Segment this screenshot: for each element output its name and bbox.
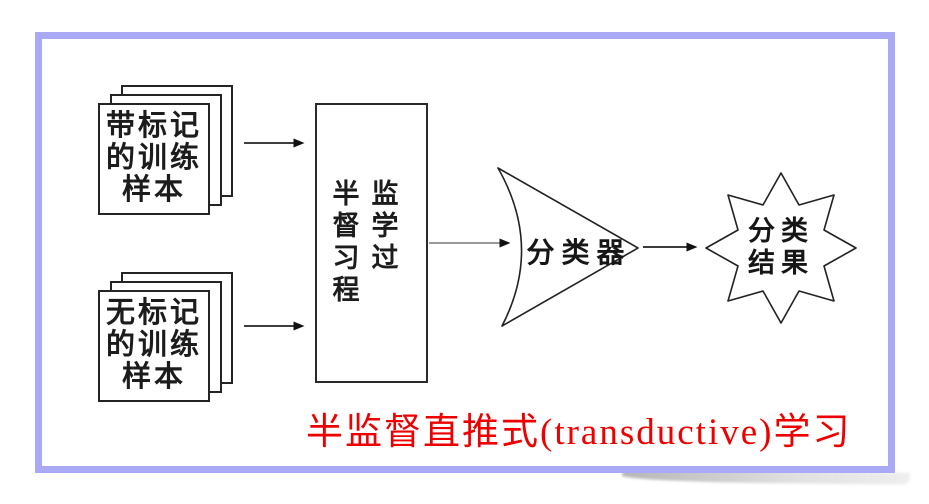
process-label-wrap: 半监 督学 习过 程 bbox=[315, 103, 428, 383]
document-page-icon bbox=[98, 103, 210, 215]
classifier-label: 分类器 bbox=[526, 237, 632, 268]
process-box bbox=[315, 103, 428, 383]
labeled-samples-label: 带标记 的训练 样本 bbox=[105, 110, 202, 206]
diagram-frame bbox=[35, 32, 895, 473]
unlabeled-samples-label: 无标记 的训练 样本 bbox=[105, 297, 202, 393]
result-label: 分类 结果 bbox=[748, 216, 814, 278]
process-label: 半监 督学 习过 程 bbox=[332, 179, 411, 305]
caption-text: 半监督直推式(transductive)学习 bbox=[306, 412, 852, 453]
document-page-icon bbox=[98, 290, 210, 402]
